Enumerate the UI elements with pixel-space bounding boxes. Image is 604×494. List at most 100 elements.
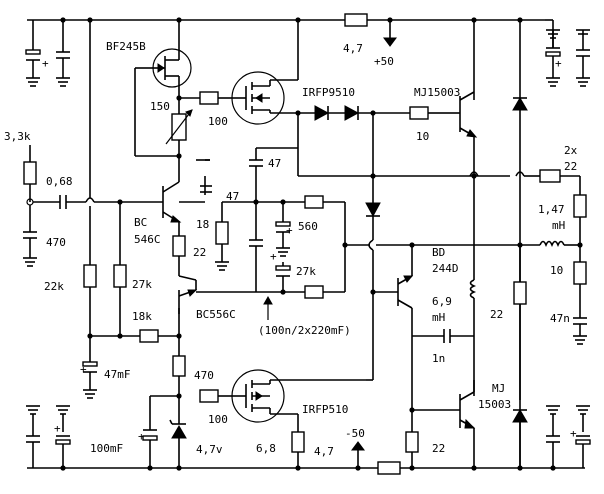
r10-right-label: 10 <box>550 264 563 277</box>
capacitor-47-vertical: 47 <box>249 113 299 205</box>
r22-right-label: 22 <box>490 308 503 321</box>
svg-text:+: + <box>138 430 145 443</box>
capacitor-100mf: + 100mF <box>90 395 179 471</box>
bjt-bottom-label-b: 15003 <box>478 398 511 411</box>
caps-note-arrow: (100n/2x220mF) <box>258 295 351 337</box>
resistor-6-8: 6,8 <box>256 414 305 471</box>
bias-line-left <box>87 17 93 265</box>
r18k-label: 18k <box>132 310 152 323</box>
c100mf-label: 100mF <box>90 442 123 455</box>
r68-label: 6,8 <box>256 442 276 455</box>
resistor-27k-b: 27k <box>196 265 324 299</box>
c47-a-label: 47 <box>268 157 281 170</box>
diode-right-bottom <box>512 409 528 471</box>
resistor-100-bottom: 100 <box>199 389 232 426</box>
l147-label: 1,47 <box>538 203 565 216</box>
c47mf-label: 47mF <box>104 368 131 381</box>
right-top-supply-caps: + <box>545 19 590 87</box>
resistor-470-lower: 470 <box>172 336 214 399</box>
capacitor-47n: 47n <box>550 312 587 345</box>
resistor-22-emitter: 22 <box>172 235 206 290</box>
svg-text:+: + <box>42 57 49 70</box>
input-node-and-coupling-cap: 0,68 <box>26 175 86 209</box>
bjt-bc546c: BC 546C <box>134 178 182 246</box>
r27k-label: 27k <box>132 278 152 291</box>
supply-pos-label: +50 <box>374 55 394 68</box>
svg-text:+: + <box>54 422 61 435</box>
resistor-22-right: 22 <box>490 245 527 400</box>
bd244-label-a: BD <box>432 246 445 259</box>
capacitor-1n: 1n <box>412 329 474 365</box>
zener-label: 4,7v <box>196 443 223 456</box>
jfet-label: BF245B <box>106 40 146 53</box>
resistor-47-gnd: 47 <box>215 190 345 271</box>
l69-unit-label: mH <box>432 311 445 324</box>
left-top-supply-caps: + <box>25 17 70 87</box>
jfet-bf245b: BF245B <box>106 17 192 98</box>
capacitor-47mf: + 47mF <box>80 336 131 399</box>
r22-mid-label: 22 <box>193 246 206 259</box>
input-wire-to-bc546 <box>85 197 163 205</box>
resistor-4-7-bottom: 4,7 <box>314 445 401 475</box>
bjt-mj15003-top: MJ15003 <box>414 17 478 175</box>
caps-100n-220mf-pair: + + <box>249 199 345 295</box>
svg-text:+: + <box>80 363 87 376</box>
bd244-label-b: 244D <box>432 262 459 275</box>
c470-label: 470 <box>46 236 66 249</box>
resistor-18k: 18k <box>90 310 179 343</box>
resistor-3-3k: 3,3k <box>4 130 37 202</box>
diode-right-top <box>512 17 528 111</box>
r47-top-label: 4,7 <box>343 42 363 55</box>
zener-diode: 4,7v <box>169 396 223 471</box>
c068-label: 0,68 <box>46 175 73 188</box>
r47-bottom-label: 4,7 <box>314 445 334 458</box>
c1n-label: 1n <box>432 352 445 365</box>
r150-label: 150 <box>150 100 170 113</box>
caps-note: (100n/2x220mF) <box>258 324 351 337</box>
bjt-bc556c: BC556C <box>176 289 236 339</box>
resistor-4-7-top: 4,7 <box>343 13 368 55</box>
jfet-gate-feedback-wire <box>134 67 179 157</box>
r3k3-label: 3,3k <box>4 130 31 143</box>
mosfet-irfp510: IRFP510 <box>231 369 366 423</box>
supply-neg-label: -50 <box>345 427 365 440</box>
r560-label: 560 <box>298 220 318 233</box>
svg-text:+: + <box>570 427 577 440</box>
capacitor-18: 18 <box>179 159 212 231</box>
r470-label: 470 <box>194 369 214 382</box>
r2x22-label-b: 22 <box>564 160 577 173</box>
bjt-bd244d: BD 244D <box>373 242 459 432</box>
c18-label: 18 <box>196 218 209 231</box>
left-bottom-supply-caps: + <box>26 405 71 471</box>
resistor-100-top: 100 <box>179 91 232 128</box>
resistor-22-bottom: 22 <box>405 431 445 471</box>
mosfet-top-label: IRFP9510 <box>302 86 355 99</box>
mosfet-irfp9510: IRFP9510 <box>231 17 355 125</box>
bias-bus-middle: 2x 22 <box>297 144 581 195</box>
r22-bottom-label: 22 <box>432 442 445 455</box>
resistor-27k: 27k <box>113 202 152 339</box>
supply-negative-terminal: -50 <box>345 427 365 471</box>
inductor-1-47mh: 1,47 mH <box>345 194 587 248</box>
l147-unit-label: mH <box>552 219 565 232</box>
diode-vertical-middle <box>365 113 381 381</box>
c47n-label: 47n <box>550 312 570 325</box>
l69-label: 6,9 <box>432 295 452 308</box>
r100-top-label: 100 <box>208 115 228 128</box>
inductor-6-9mh: 6,9 mH <box>432 175 477 396</box>
capacitor-470: 470 <box>23 205 66 267</box>
junction-dots <box>471 173 477 179</box>
r100-bottom-label: 100 <box>208 413 228 426</box>
supply-positive-terminal: +50 <box>374 17 397 68</box>
r2x22-label-a: 2x <box>564 144 578 157</box>
bjt-bottom-label-a: MJ <box>492 382 505 395</box>
resistor-22k: 22k <box>44 264 97 339</box>
resistor-10-right: 10 <box>550 245 587 318</box>
svg-text:+: + <box>270 250 277 263</box>
bc556-label: BC556C <box>196 308 236 321</box>
r10-out-label: 10 <box>416 130 429 143</box>
resistor-560: 560 <box>298 195 348 292</box>
bc546-label-b: 546C <box>134 233 161 246</box>
r27k-b-label: 27k <box>296 265 316 278</box>
